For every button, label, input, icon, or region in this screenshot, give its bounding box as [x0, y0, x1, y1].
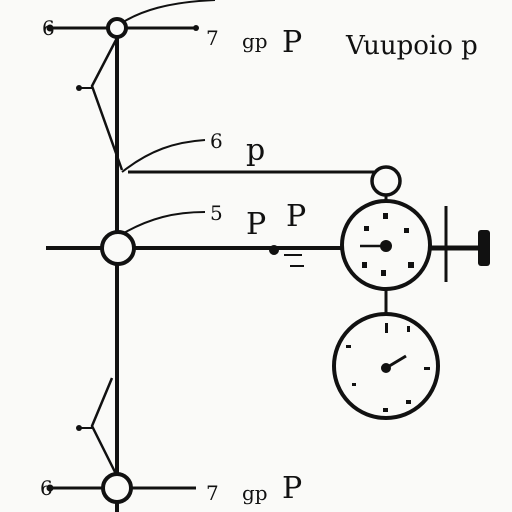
- top-right-dot: [193, 25, 199, 31]
- lower-clock-tick: [346, 345, 351, 348]
- mid-curve: [121, 211, 206, 235]
- upper-clock-tick: [383, 213, 388, 219]
- diagram-title: Vuupoio p: [345, 31, 478, 61]
- lower-clock-tick: [352, 383, 356, 386]
- upper-left-bracket: [90, 37, 124, 171]
- lower-left-bracket: [90, 377, 118, 475]
- upper-p-label: p: [246, 133, 265, 168]
- upper-clock-tick: [408, 262, 414, 268]
- top-P-label: P: [282, 25, 302, 60]
- top-arc: [116, 0, 216, 27]
- bottom-mid-label: 7: [206, 481, 219, 505]
- bottom-gp-label: gp: [242, 481, 268, 505]
- upper-clock-tick: [381, 270, 386, 276]
- lower-clock-tick: [424, 367, 430, 370]
- lower-clock-tick: [407, 326, 410, 332]
- upper-curve: [121, 139, 206, 173]
- mid-P1-label: P: [246, 207, 266, 242]
- bottom-left-dot: [46, 484, 54, 492]
- lower-clock-tick: [406, 400, 411, 404]
- upper-ring: [370, 165, 402, 197]
- top-node: [106, 17, 128, 39]
- bottom-P-label: P: [282, 471, 302, 506]
- upper-clock-tick: [404, 228, 409, 233]
- top-gp-label: gp: [242, 29, 268, 53]
- pointer-dot: [269, 245, 279, 255]
- top-left-dot: [46, 24, 54, 32]
- lower-clock-tick: [383, 408, 388, 412]
- top-mid-label: 7: [206, 26, 219, 50]
- t-handle-knob: [478, 230, 490, 266]
- middle-node: [100, 230, 136, 266]
- bottom-node: [101, 472, 133, 504]
- mid-num-label: 5: [210, 201, 223, 225]
- upper-clock-tick: [362, 262, 367, 268]
- lower-clock-tick: [385, 323, 388, 333]
- mid-P2-label: P: [286, 199, 306, 234]
- upper-clock-tick: [364, 226, 369, 231]
- bottom-left-mark: 6: [40, 476, 53, 500]
- lower-clock-hand: [385, 354, 407, 370]
- top-left-mark: 6: [42, 16, 55, 40]
- upper-num-label: 6: [210, 129, 223, 153]
